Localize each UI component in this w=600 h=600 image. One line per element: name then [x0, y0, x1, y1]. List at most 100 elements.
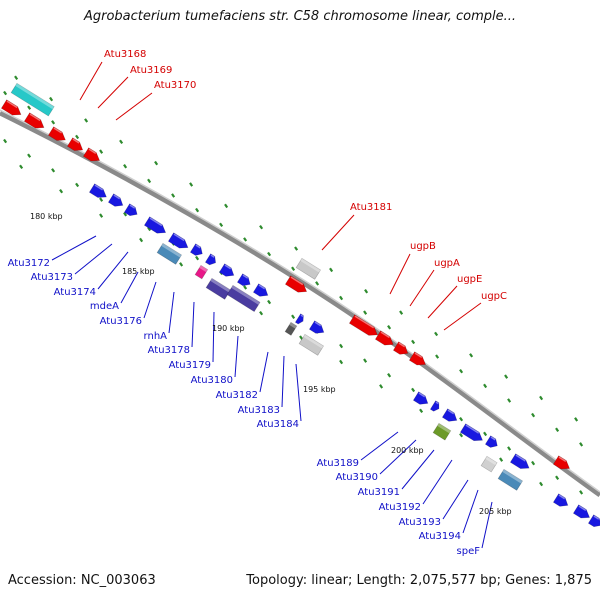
feature-block-steel[interactable]	[156, 242, 182, 265]
tick-mark	[579, 442, 584, 447]
gene-label-reverse[interactable]: Atu3182	[216, 390, 258, 401]
reverse-gene-arrow[interactable]	[412, 391, 430, 408]
gene-label-forward[interactable]: ugpA	[434, 258, 460, 269]
reverse-gene-arrow[interactable]	[107, 193, 125, 210]
tick-mark	[364, 289, 369, 294]
feature-block-grey[interactable]	[480, 455, 498, 473]
reverse-gene-arrow[interactable]	[123, 203, 139, 219]
tick-mark	[399, 310, 404, 315]
tick-mark	[51, 120, 56, 125]
tick-mark	[291, 266, 296, 271]
feature-block-olive[interactable]	[432, 422, 452, 441]
tick-mark	[435, 354, 440, 359]
reverse-gene-arrow[interactable]	[236, 273, 252, 289]
feature-block-grey[interactable]	[295, 257, 321, 280]
gene-label-forward[interactable]: ugpC	[481, 291, 507, 302]
gene-label-reverse[interactable]: Atu3193	[399, 517, 441, 528]
tick-mark	[411, 387, 416, 393]
gene-label-reverse[interactable]: Atu3178	[148, 345, 190, 356]
forward-gene-arrow[interactable]	[348, 314, 380, 339]
gene-label-reverse[interactable]: Atu3192	[379, 502, 421, 513]
gene-label-reverse[interactable]: Atu3194	[419, 531, 461, 542]
gene-label-reverse[interactable]: Atu3179	[169, 360, 211, 371]
gene-label-reverse[interactable]: Atu3173	[31, 272, 73, 283]
reverse-gene-arrow[interactable]	[308, 320, 326, 337]
forward-gene-arrow[interactable]	[0, 99, 23, 119]
gene-label-reverse[interactable]: Atu3172	[8, 258, 50, 269]
gene-label-reverse[interactable]: Atu3183	[238, 405, 280, 416]
forward-gene-arrow[interactable]	[23, 112, 46, 132]
tick-mark	[507, 446, 512, 451]
tick-mark	[259, 224, 264, 230]
feature-block-purple[interactable]	[205, 277, 231, 300]
feature-block-grey[interactable]	[298, 333, 324, 356]
tick-mark	[411, 339, 416, 345]
gene-label-forward[interactable]: Atu3168	[104, 49, 146, 60]
reverse-gene-arrow[interactable]	[509, 453, 531, 473]
feature-block-purple[interactable]	[226, 284, 261, 313]
tick-mark	[499, 457, 504, 462]
reverse-gene-arrow[interactable]	[167, 232, 190, 252]
forward-gene-arrow[interactable]	[552, 455, 572, 473]
reverse-gene-arrow[interactable]	[587, 514, 600, 530]
genome-summary: Topology: linear; Length: 2,075,577 bp; …	[246, 573, 592, 588]
reverse-gene-arrow[interactable]	[252, 283, 270, 300]
gene-label-reverse[interactable]: Atu3174	[54, 287, 96, 298]
gene-label-forward[interactable]: Atu3169	[130, 65, 172, 76]
gene-label-reverse[interactable]: Atu3176	[100, 316, 142, 327]
reverse-gene-arrow[interactable]	[88, 183, 109, 201]
forward-gene-arrow[interactable]	[408, 351, 428, 369]
gene-label-forward[interactable]: Atu3181	[350, 202, 392, 213]
gene-label-reverse[interactable]: mdeA	[90, 301, 119, 312]
feature-block-steel[interactable]	[497, 468, 523, 491]
feature-block-magenta[interactable]	[194, 264, 209, 280]
gene-label-reverse[interactable]: rnhA	[144, 331, 168, 342]
tick-mark	[483, 383, 488, 389]
forward-gene-arrow[interactable]	[392, 341, 410, 358]
gene-label-reverse[interactable]: Atu3184	[257, 419, 299, 430]
tick-mark	[219, 222, 224, 228]
tick-mark	[224, 203, 229, 209]
forward-gene-arrow[interactable]	[66, 137, 85, 154]
feature-block-cyan[interactable]	[10, 82, 55, 117]
forward-gene-arrow[interactable]	[374, 330, 396, 349]
tick-mark	[469, 353, 474, 358]
ruler-label: 200 kbp	[391, 446, 424, 455]
gene-label-reverse[interactable]: Atu3191	[358, 487, 400, 498]
feature-block-dark[interactable]	[284, 321, 298, 336]
gene-label-reverse[interactable]: speF	[457, 546, 481, 557]
accession-label: Accession: NC_003063	[8, 573, 156, 588]
forward-gene-arrow[interactable]	[82, 147, 102, 165]
tick-mark	[99, 213, 104, 218]
gene-label-reverse[interactable]: Atu3180	[191, 375, 233, 386]
reverse-gene-arrow[interactable]	[189, 243, 205, 258]
reverse-gene-arrow[interactable]	[294, 313, 305, 326]
tick-mark	[147, 178, 152, 184]
ruler-label: 185 kbp	[122, 267, 155, 276]
reverse-gene-arrow[interactable]	[429, 400, 441, 413]
reverse-gene-arrow[interactable]	[459, 423, 485, 445]
tick-mark	[243, 285, 248, 290]
reverse-gene-arrow[interactable]	[484, 435, 500, 450]
gene-label-forward[interactable]: ugpE	[457, 274, 482, 285]
forward-gene-arrow[interactable]	[47, 126, 68, 144]
reverse-gene-arrow[interactable]	[204, 253, 218, 267]
reverse-gene-arrow[interactable]	[143, 216, 168, 237]
forward-gene-arrow[interactable]	[284, 275, 309, 296]
reverse-gene-arrow[interactable]	[218, 263, 236, 280]
reverse-gene-arrow[interactable]	[572, 504, 592, 522]
gene-label-forward[interactable]: Atu3170	[154, 80, 196, 91]
gene-features[interactable]	[0, 82, 600, 530]
reverse-gene-arrow[interactable]	[441, 408, 459, 425]
ruler-label: 190 kbp	[212, 324, 245, 333]
reverse-gene-arrow[interactable]	[552, 493, 570, 510]
tick-mark	[315, 281, 320, 286]
tick-mark	[434, 331, 439, 337]
gene-label-reverse[interactable]: Atu3190	[336, 472, 378, 483]
tick-mark	[574, 417, 579, 422]
gene-label-reverse[interactable]: Atu3189	[317, 458, 359, 469]
tick-mark	[195, 207, 200, 213]
gene-label-forward[interactable]: ugpB	[410, 241, 436, 252]
